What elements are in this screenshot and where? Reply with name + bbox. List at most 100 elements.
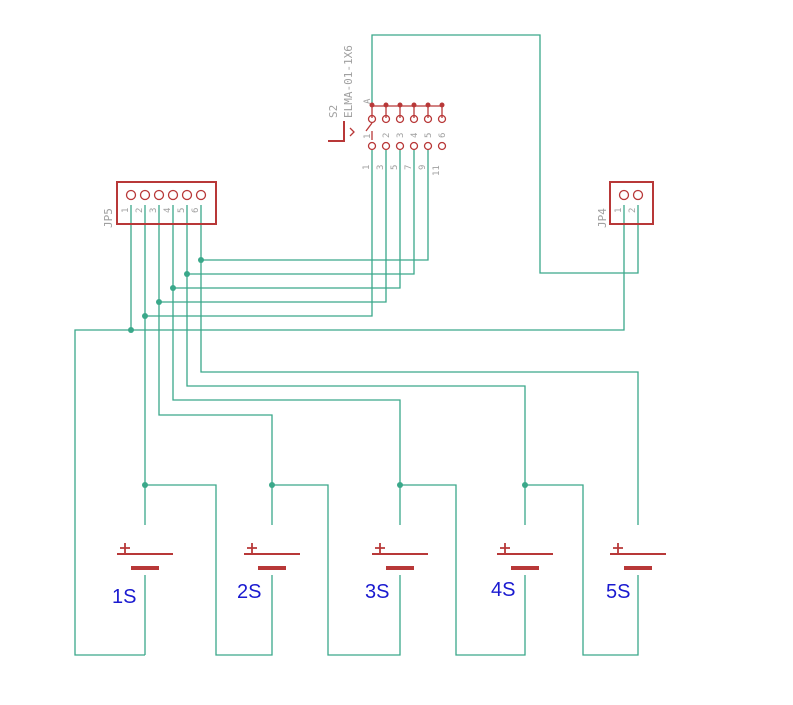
wire-jp4-pin1-ground <box>74 205 625 656</box>
wire-cell2 <box>271 484 401 656</box>
jp5-pin <box>167 189 179 201</box>
plus-icon <box>375 543 385 553</box>
battery-label: 3S <box>365 581 389 603</box>
battery-label: 2S <box>237 581 261 603</box>
wire-jp5-pin4 <box>172 205 401 485</box>
junction <box>397 482 403 488</box>
switch-terminal <box>423 141 433 151</box>
switch-terminal <box>409 114 419 124</box>
jp4-body <box>609 181 654 225</box>
switch-terminal <box>409 141 419 151</box>
switch-common-bar <box>371 105 443 118</box>
wire-cell4 <box>524 484 639 656</box>
jp5-pin-label: 5 <box>177 208 187 213</box>
junction <box>156 299 162 305</box>
battery-2s: 2S <box>237 543 300 603</box>
switch-common-dot <box>439 102 445 108</box>
switch-terminal <box>395 141 405 151</box>
switch-common-dot <box>411 102 417 108</box>
switch-upper-pin-label: 2 <box>382 133 392 138</box>
junctions <box>128 257 528 488</box>
junction <box>269 482 275 488</box>
battery-label: 1S <box>112 586 136 608</box>
switch-lower-pin-label: 7 <box>404 165 414 170</box>
jp4-pin-label: 2 <box>628 208 638 213</box>
switch-ref-label: S2 <box>327 105 340 118</box>
jp5-body <box>116 181 217 225</box>
switch-terminal <box>381 114 391 124</box>
wire-jp5-pin3 <box>158 205 273 485</box>
junction <box>170 285 176 291</box>
switch-lower-pin-label: 5 <box>390 165 400 170</box>
wires <box>74 34 639 656</box>
jp5-pin-label: 1 <box>121 208 131 213</box>
switch-common-dot <box>383 102 389 108</box>
switch-wiper <box>365 122 373 140</box>
jp5-pin <box>153 189 165 201</box>
wire-switch-pin3 <box>159 150 387 303</box>
junction <box>522 482 528 488</box>
battery-label: 5S <box>606 581 630 603</box>
switch-terminal <box>367 141 377 151</box>
wire-jp5-pin5 <box>186 205 526 485</box>
battery-4s: 4S <box>491 543 553 601</box>
junction <box>184 271 190 277</box>
switch-upper-pin-label: 1 <box>363 134 373 139</box>
switch-value-label: ELMA-01-1X6 <box>342 45 355 118</box>
switch-terminal <box>437 141 447 151</box>
jp5-ref-label: JP5 <box>102 208 115 228</box>
plus-icon <box>247 543 257 553</box>
switch-actuator <box>328 121 345 142</box>
switch-terminal <box>367 114 377 124</box>
junction <box>142 482 148 488</box>
switch-upper-pin-label: 4 <box>410 133 420 138</box>
jp5-pin-label: 6 <box>191 208 201 213</box>
jp4-pin <box>632 189 644 201</box>
switch-terminal <box>437 114 447 124</box>
rotary-switch-s2: S2 ELMA-01-1X6 A 1 2 3 4 5 6 1 3 5 7 9 1… <box>327 45 448 176</box>
switch-lower-pin-label: 3 <box>376 165 386 170</box>
switch-actuator-tick <box>349 127 355 137</box>
switch-lower-pin-label: 9 <box>418 165 428 170</box>
wire-jp5-pin6 <box>200 205 639 525</box>
battery-1s: 1S <box>112 543 173 608</box>
junction <box>142 313 148 319</box>
plus-icon <box>613 543 623 553</box>
switch-lower-pin-label: 1 <box>362 165 372 170</box>
jp5-pin <box>181 189 193 201</box>
wire-switch-pin1 <box>145 150 373 317</box>
jp4-ref-label: JP4 <box>596 208 609 228</box>
battery-3s: 3S <box>365 543 428 603</box>
jp5-pin-label: 2 <box>135 208 145 213</box>
junction <box>198 257 204 263</box>
wire-switch-common-to-jp4 <box>371 34 639 274</box>
switch-common-label: A <box>363 98 373 104</box>
switch-upper-pin-label: 5 <box>424 133 434 138</box>
switch-common-dot <box>397 102 403 108</box>
jp5-pin-label: 4 <box>163 208 173 213</box>
plus-icon <box>120 543 130 553</box>
wire-switch-pin7 <box>187 150 415 275</box>
battery-5s: 5S <box>606 543 666 603</box>
battery-label: 4S <box>491 579 515 601</box>
header-jp5: JP5 1 2 3 4 5 6 <box>102 181 217 228</box>
switch-upper-pin-label: 6 <box>438 133 448 138</box>
jp5-pin-label: 3 <box>149 208 159 213</box>
switch-lower-pin-label: 11 <box>432 165 442 176</box>
wire-cell3 <box>399 484 526 656</box>
wire-switch-pin5 <box>173 150 401 289</box>
jp5-pin <box>195 189 207 201</box>
jp5-pin <box>125 189 137 201</box>
jp4-pin <box>618 189 630 201</box>
header-jp4: JP4 1 2 <box>596 181 654 228</box>
switch-terminal <box>423 114 433 124</box>
jp4-pin-label: 1 <box>614 208 624 213</box>
switch-common-dot <box>369 102 375 108</box>
switch-terminal <box>395 114 405 124</box>
switch-upper-pin-label: 3 <box>396 133 406 138</box>
switch-common-dot <box>425 102 431 108</box>
junction <box>128 327 134 333</box>
wire-cell1 <box>144 484 273 656</box>
switch-terminal <box>381 141 391 151</box>
